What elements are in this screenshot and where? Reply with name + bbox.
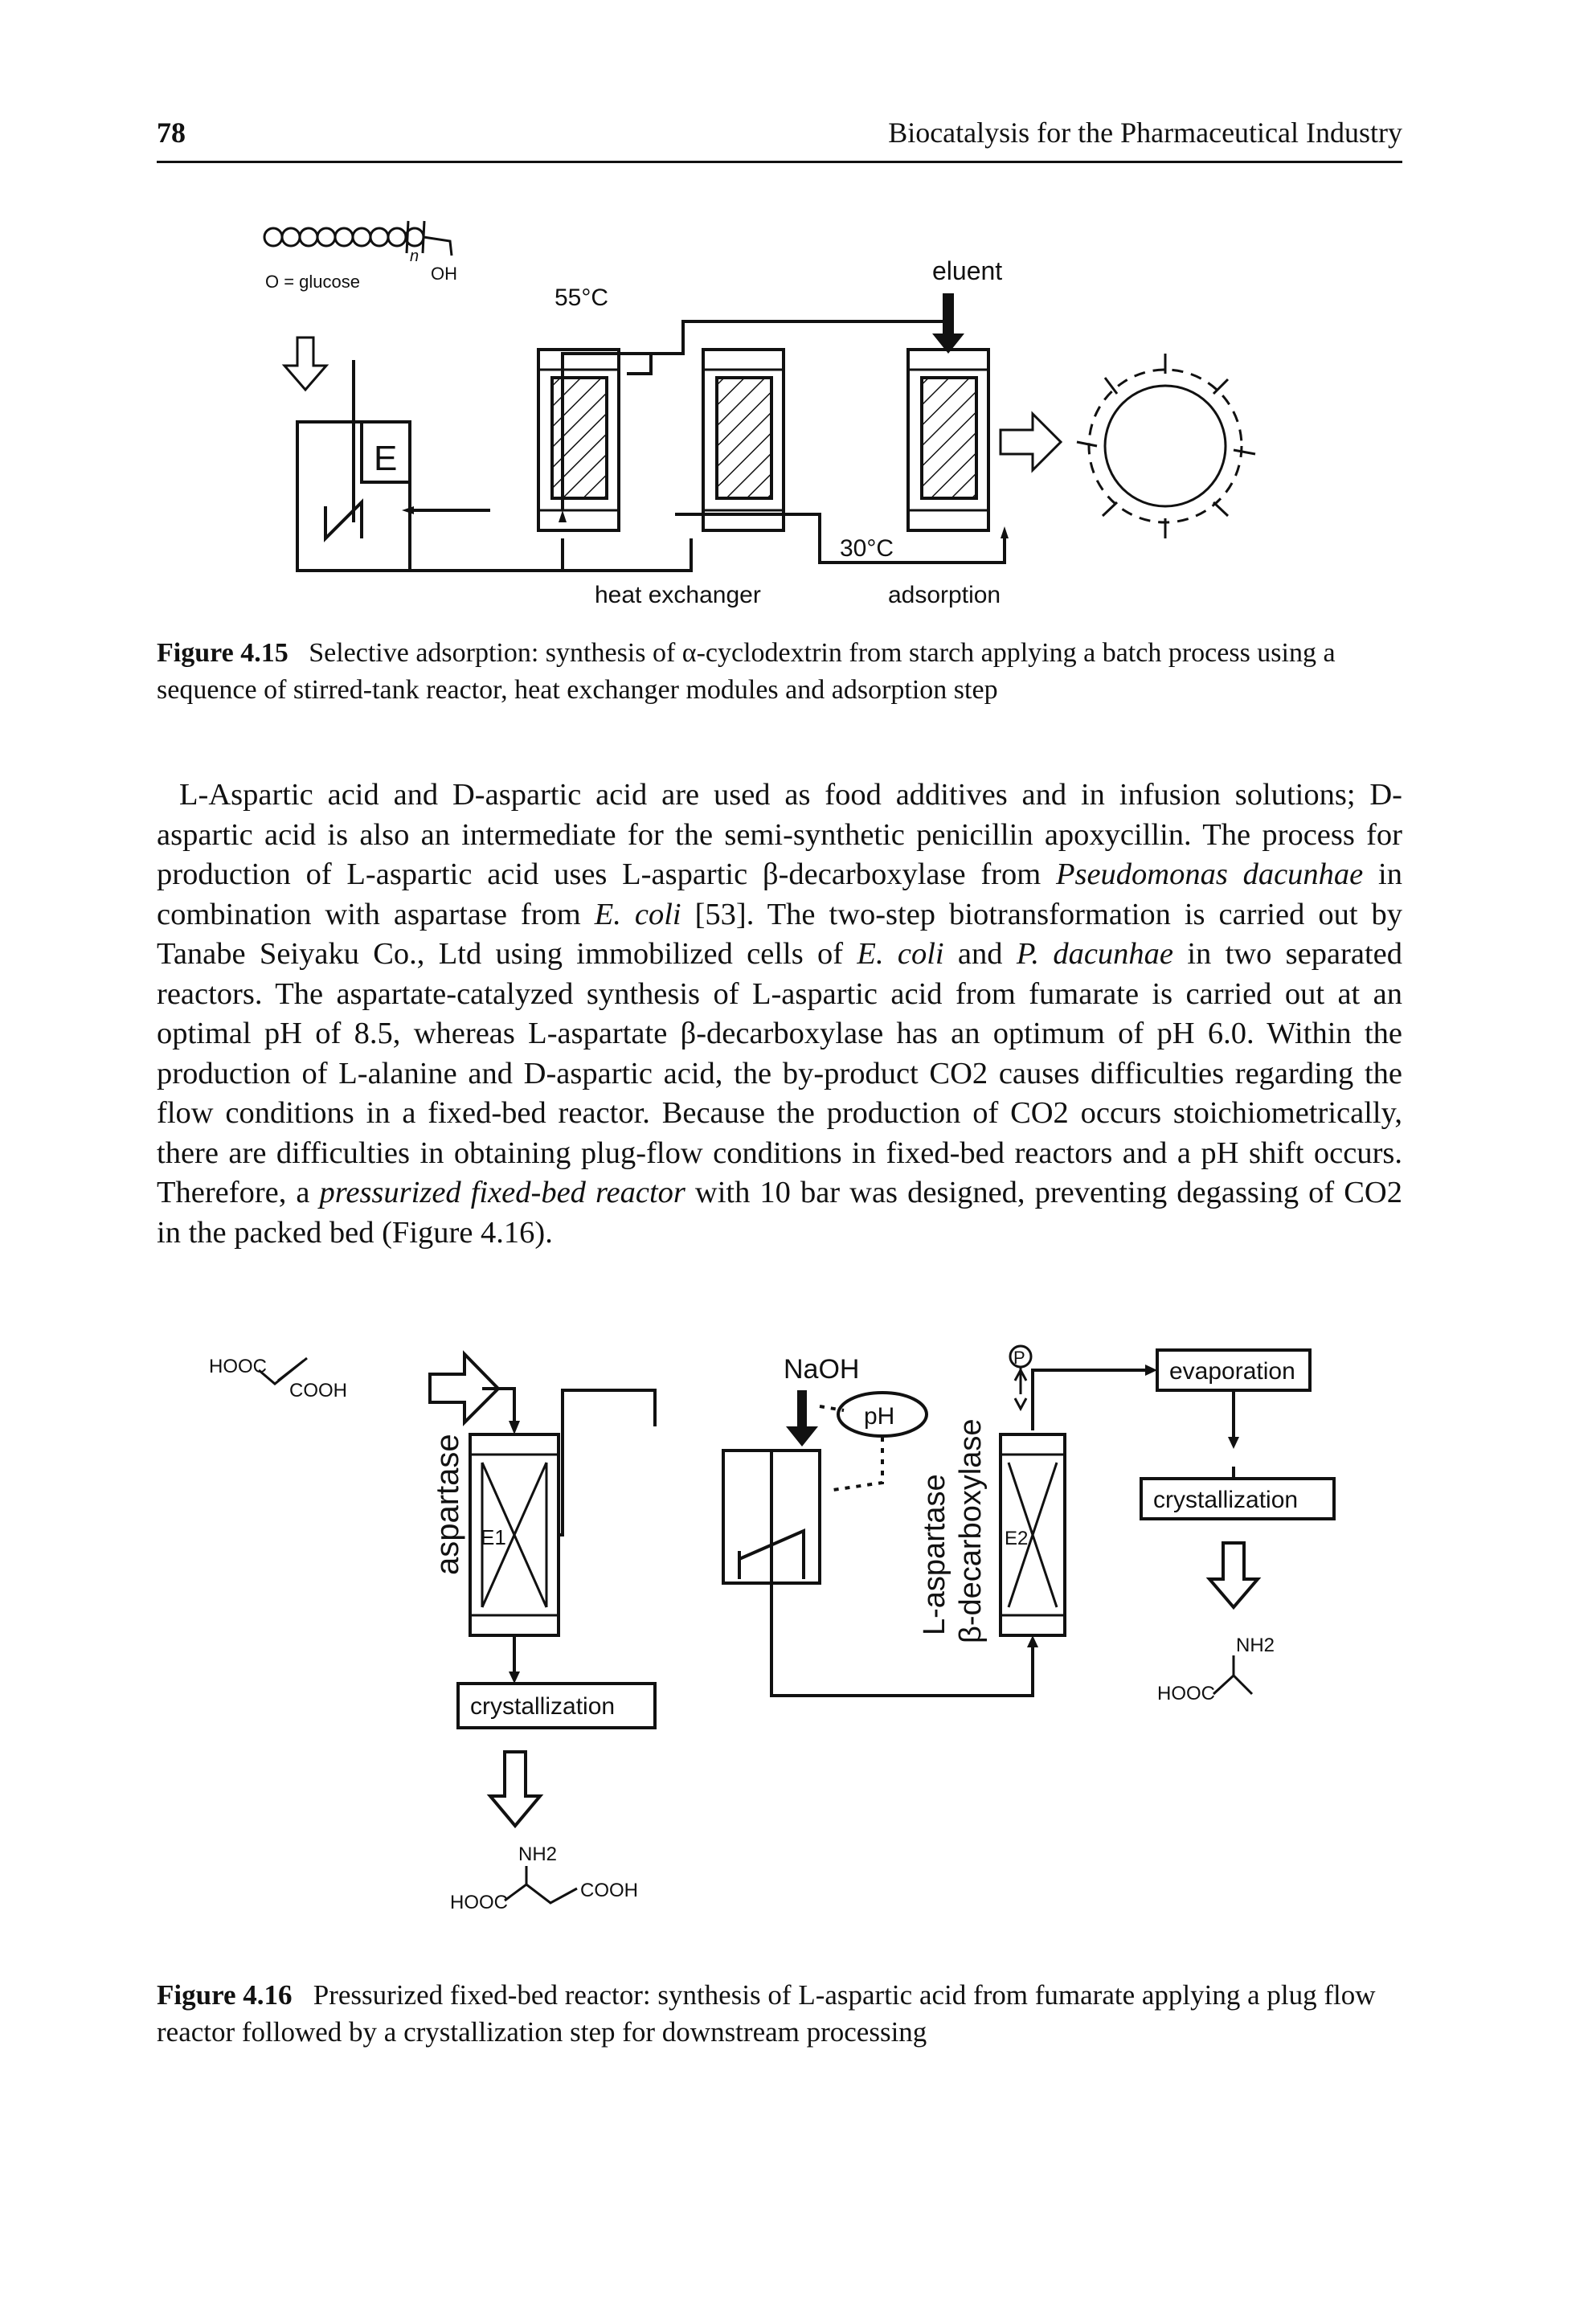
ph-label: pH [864, 1403, 894, 1430]
cyclodextrin-ring-icon [1076, 354, 1256, 538]
body-italic-ecoli: E. coli [594, 897, 681, 931]
figure-4-16-text: Pressurized fixed-bed reactor: synthesis… [157, 1979, 1376, 2048]
down-hollow-arrow-icon [281, 336, 329, 392]
starch-chain-icon [263, 220, 453, 256]
alanine-bond-icon [1212, 1655, 1254, 1696]
body-text-1: L-Aspartic acid and D-aspartic acid are … [157, 778, 1402, 891]
figure-4-16-caption: Figure 4.16 Pressurized fixed-bed reacto… [157, 1977, 1402, 2051]
heat-exchanger-label: heat exchanger [595, 582, 761, 608]
book-title: Biocatalysis for the Pharmaceutical Indu… [888, 117, 1402, 149]
crystallization-right-label: crystallization [1153, 1487, 1298, 1513]
figure-4-15-diagram: n OH O = glucose E eluent 55°C 30°C [263, 220, 1256, 608]
column-2 [702, 348, 785, 532]
vessel-stirrer-icon [738, 1451, 805, 1579]
hooc-right-label: HOOC [1157, 1683, 1215, 1704]
body-italic-pdacunhae: P. dacunhae [1016, 937, 1173, 971]
body-italic-pseudomonas: Pseudomonas dacunhae [1055, 857, 1364, 891]
naoh-arrow-icon [786, 1390, 818, 1446]
column-e2 [999, 1433, 1066, 1637]
fumarate-hooc: HOOC [209, 1356, 267, 1377]
aspartase-label: aspartase [430, 1434, 465, 1575]
oh-label: OH [431, 264, 457, 284]
beta-decarboxylase-label: β-decarboxylase [954, 1418, 988, 1643]
reactor-e-label: E [374, 439, 397, 478]
naoh-label: NaOH [784, 1354, 859, 1385]
eluent-arrow-icon [932, 293, 964, 354]
body-text-and: and [957, 937, 1003, 971]
fumarate-bond-icon [258, 1356, 308, 1385]
evaporation-box [1156, 1348, 1312, 1392]
figure-4-15-label: Figure 4.15 [157, 638, 289, 668]
crystallization-left-box [456, 1682, 657, 1729]
hooc-left-label: HOOC [450, 1892, 508, 1913]
pressure-gauge-icon [1009, 1344, 1033, 1369]
stirrer-icon [324, 360, 363, 542]
body-paragraph: L-Aspartic acid and D-aspartic acid are … [157, 775, 1402, 1253]
l-aspartase-label: L-aspartase [918, 1474, 951, 1635]
temp-hot-label: 55°C [555, 284, 608, 311]
aspartic-bond-icon [504, 1866, 578, 1905]
temp-cold-label: 30°C [840, 535, 894, 562]
right-hollow-arrow-icon [999, 411, 1063, 473]
e2-label: E2 [1005, 1528, 1028, 1549]
figure-4-15-text: Selective adsorption: synthesis of α-cyc… [157, 638, 1336, 705]
body-text-5: with 10 bar was designed, preventing deg… [157, 1176, 1402, 1250]
ph-probe [837, 1391, 928, 1438]
body-text-3: [53]. The two-step biotransformation is … [157, 897, 1403, 972]
cooh-left-label: COOH [580, 1880, 638, 1901]
eluent-label: eluent [932, 256, 1002, 285]
adsorption-label: adsorption [888, 582, 1001, 608]
fumarate-cooh: COOH [289, 1380, 347, 1401]
body-text-2: in combination with aspartase from [157, 857, 1402, 931]
e1-label: E1 [481, 1525, 506, 1549]
pressure-label: P [1013, 1348, 1025, 1368]
crystallization-left-label: crystallization [470, 1693, 615, 1720]
running-head: 78 Biocatalysis for the Pharmaceutical I… [157, 113, 1402, 163]
page-number: 78 [157, 117, 186, 149]
evaporation-label: evaporation [1169, 1358, 1295, 1385]
figure-4-16-diagram: HOOC COOH E1 aspartase NaOH pH P L-aspar… [209, 1344, 1336, 1913]
body-italic-ecoli-2: E. coli [857, 937, 944, 971]
n-label: n [410, 248, 419, 265]
inlet-hollow-arrow-icon [428, 1350, 501, 1426]
body-italic-pressurized: pressurized fixed-bed reactor [319, 1176, 685, 1209]
figure-4-16-label: Figure 4.16 [157, 1979, 293, 2011]
nh2-left-label: NH2 [518, 1843, 557, 1865]
column-1 [537, 348, 620, 532]
down-hollow-arrow-left-icon [486, 1750, 544, 1829]
figure-4-15-caption: Figure 4.15 Selective adsorption: synthe… [157, 635, 1402, 709]
glucose-legend: O = glucose [265, 272, 360, 292]
nh2-right-label: NH2 [1236, 1635, 1275, 1656]
down-hollow-arrow-right-icon [1205, 1541, 1262, 1610]
body-text-4: in two separated reactors. The aspartate… [157, 937, 1402, 1209]
crystallization-right-box [1140, 1477, 1336, 1520]
